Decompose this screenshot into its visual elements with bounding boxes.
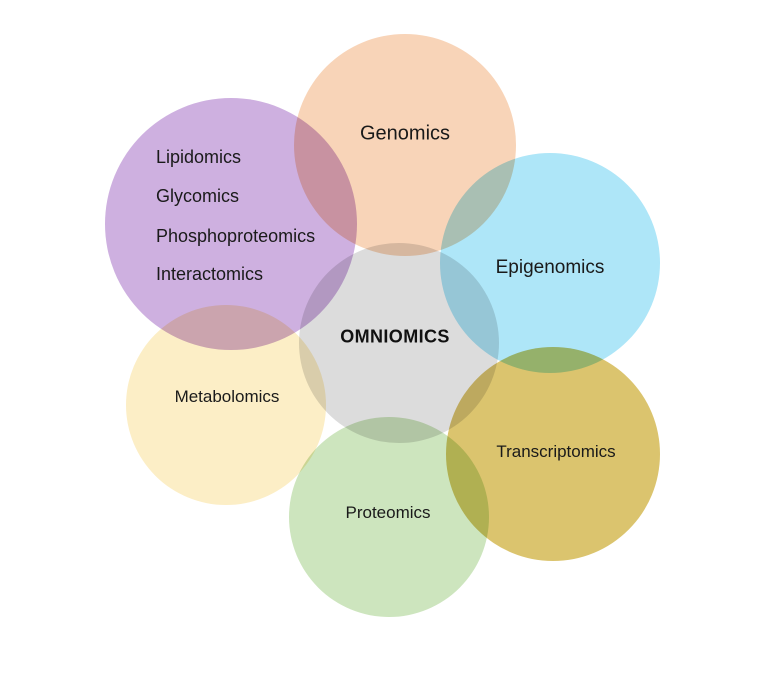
transcriptomics-circle <box>446 347 660 561</box>
transcriptomics-label: Transcriptomics <box>496 442 616 461</box>
multiomics-list-item-glycomics: Glycomics <box>156 186 240 206</box>
epigenomics-circle <box>440 153 660 373</box>
proteomics-label: Proteomics <box>345 503 431 522</box>
genomics-label: Genomics <box>359 122 451 145</box>
metabolomics-circle <box>126 305 326 505</box>
multiomics-list-item-phosphoproteomics: Phosphoproteomics <box>156 226 316 246</box>
multiomics-list-item-lipidomics: Lipidomics <box>156 147 242 167</box>
epigenomics-label: Epigenomics <box>495 257 605 278</box>
metabolomics-label: Metabolomics <box>174 387 280 406</box>
omniomics-center-label: OMNIOMICS <box>340 326 450 347</box>
multiomics-list-item-interactomics: Interactomics <box>156 264 264 284</box>
